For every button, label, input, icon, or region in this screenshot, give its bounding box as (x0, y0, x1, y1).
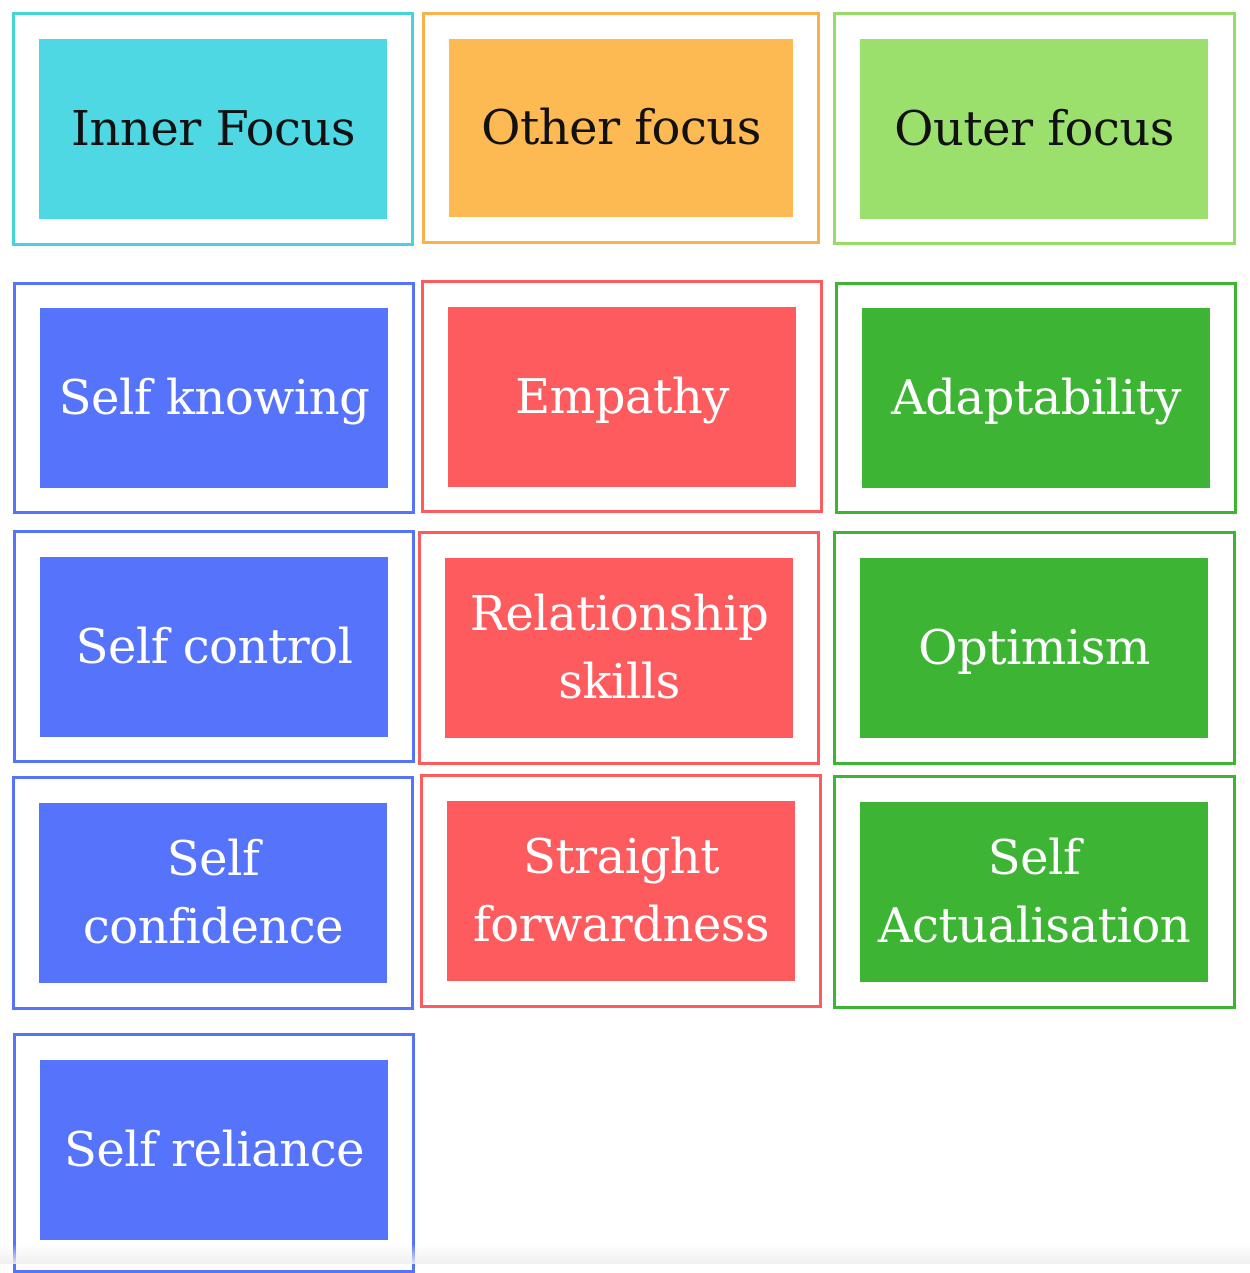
inner-focus-item-card: Self confidence (12, 776, 414, 1010)
self-actualisation-label: Self Actualisation (877, 829, 1191, 954)
inner-focus-item-box: Self reliance (40, 1060, 388, 1240)
outer-focus-item-box: Optimism (860, 558, 1208, 738)
outer-focus-item-card: Adaptability (835, 282, 1237, 514)
inner-focus-item-box: Self knowing (40, 308, 388, 488)
inner-focus-item-card: Self knowing (13, 282, 415, 514)
other-focus-header-box: Other focus (449, 39, 793, 217)
outer-focus-header-card: Outer focus (833, 12, 1236, 245)
other-focus-item-box: Straight forwardness (447, 801, 795, 981)
outer-focus-header-label: Outer focus (894, 100, 1174, 157)
other-focus-header-card: Other focus (422, 12, 820, 244)
other-focus-header-label: Other focus (481, 99, 761, 156)
outer-focus-item-card: Self Actualisation (833, 775, 1236, 1009)
outer-focus-item-box: Adaptability (862, 308, 1210, 488)
self-confidence-label: Self confidence (82, 830, 344, 955)
straight-forwardness-label: Straight forwardness (472, 828, 770, 953)
relationship-skills-label: Relationship skills (469, 585, 769, 710)
self-reliance-label: Self reliance (63, 1121, 365, 1178)
adaptability-label: Adaptability (891, 369, 1181, 426)
inner-focus-item-box: Self control (40, 557, 388, 737)
outer-focus-item-card: Optimism (833, 531, 1236, 765)
self-control-label: Self control (75, 618, 353, 675)
optimism-label: Optimism (918, 619, 1150, 676)
other-focus-item-card: Relationship skills (418, 531, 820, 765)
inner-focus-item-card: Self control (13, 530, 415, 763)
outer-focus-item-box: Self Actualisation (860, 802, 1208, 982)
inner-focus-item-box: Self confidence (39, 803, 387, 983)
inner-focus-header-box: Inner Focus (39, 39, 387, 219)
other-focus-item-box: Relationship skills (445, 558, 793, 738)
inner-focus-header-card: Inner Focus (12, 12, 414, 246)
self-knowing-label: Self knowing (58, 369, 370, 426)
inner-focus-header-label: Inner Focus (71, 100, 355, 157)
other-focus-item-box: Empathy (448, 307, 796, 487)
outer-focus-header-box: Outer focus (860, 39, 1208, 219)
empathy-label: Empathy (515, 368, 729, 425)
other-focus-item-card: Straight forwardness (420, 774, 822, 1008)
other-focus-item-card: Empathy (421, 280, 823, 513)
inner-focus-item-card: Self reliance (13, 1033, 415, 1273)
